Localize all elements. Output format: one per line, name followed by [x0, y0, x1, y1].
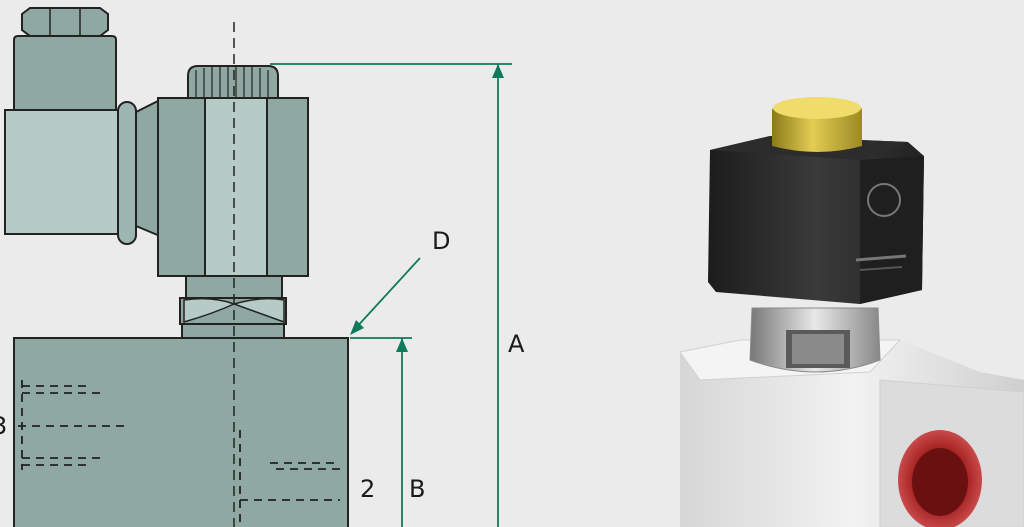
label-seat-d: D	[432, 227, 450, 255]
label-dimension-a: A	[508, 330, 525, 358]
connector-hex-nut	[21, 7, 109, 37]
connector-housing	[4, 109, 126, 235]
connector-body	[13, 35, 117, 111]
knurled-cap	[187, 65, 279, 99]
label-dimension-b: B	[409, 475, 425, 503]
label-port-2: 2	[360, 475, 375, 503]
dimension-lines	[270, 63, 512, 527]
valve-drawing	[4, 7, 349, 527]
valve-block	[13, 337, 349, 527]
valve-photo	[679, 97, 1024, 527]
coil-core	[204, 97, 268, 277]
label-port-3: 3	[0, 412, 7, 440]
connector-ring	[117, 101, 137, 245]
